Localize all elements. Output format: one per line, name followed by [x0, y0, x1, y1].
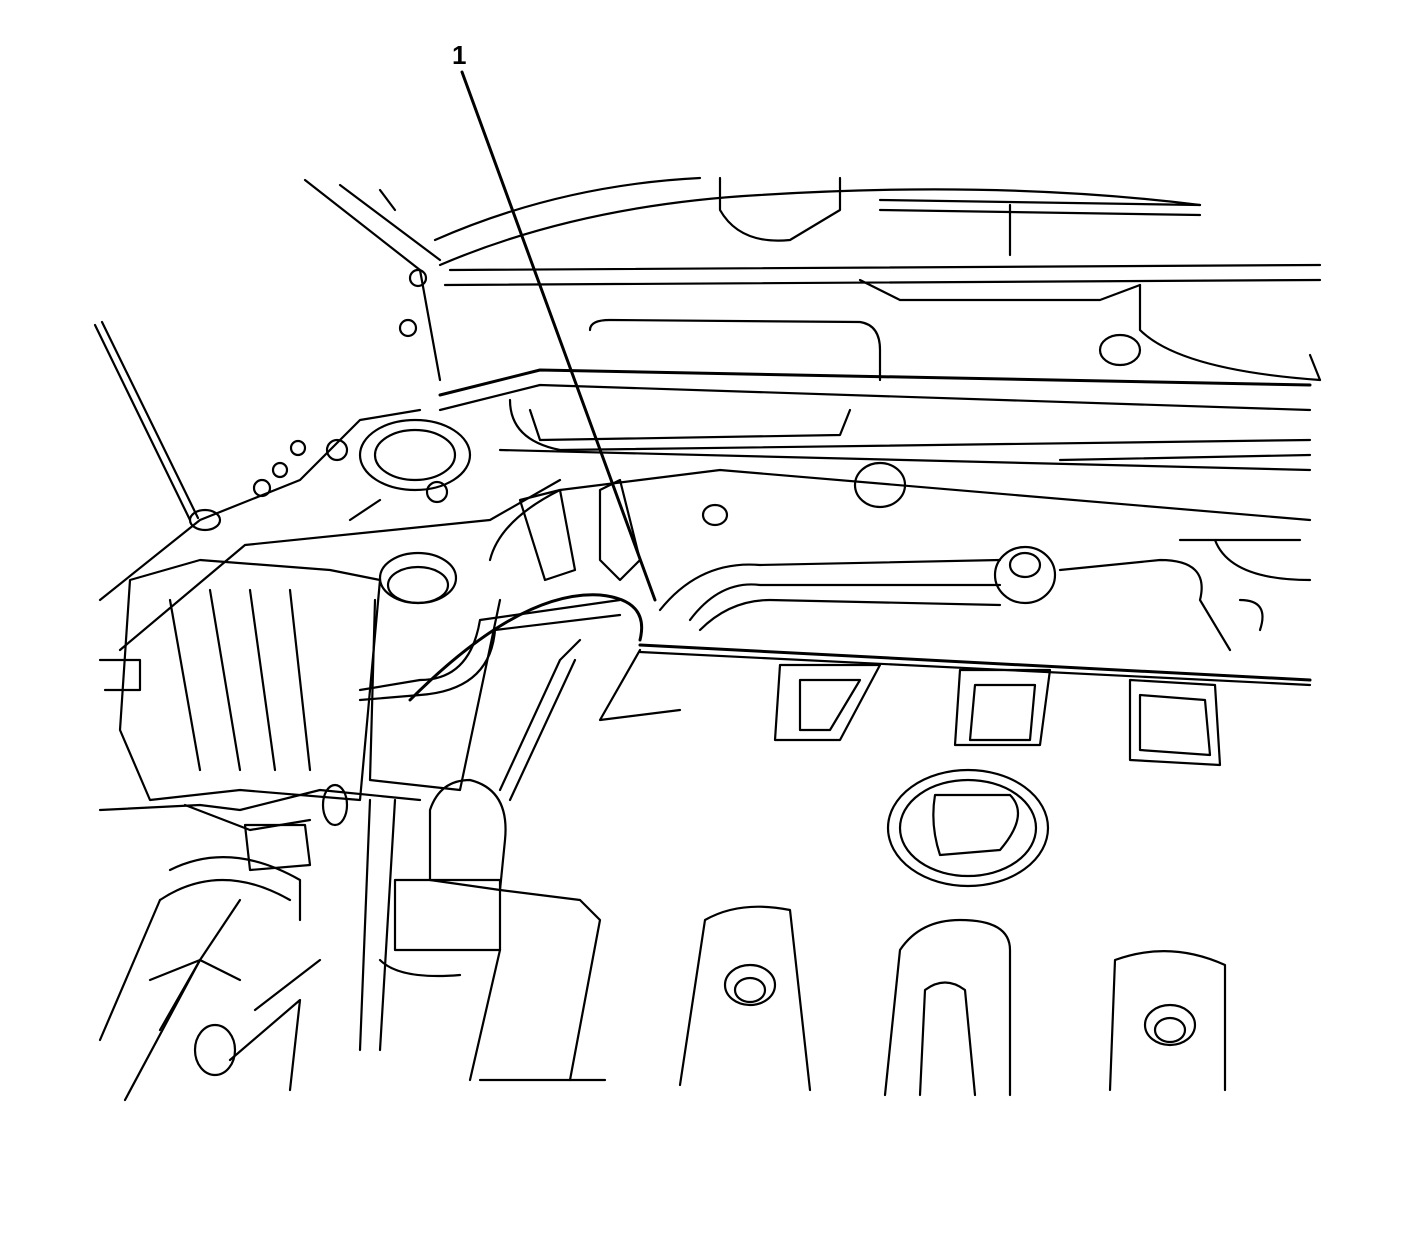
- heater-hose: [658, 558, 1002, 612]
- engine-cover-edge: [638, 643, 1312, 682]
- oil-fill-cap: [886, 768, 1050, 888]
- brake-fluid-cap: [428, 778, 507, 892]
- callout-1-label: 1: [452, 40, 467, 70]
- connector: [321, 783, 349, 827]
- windshield-edge: [433, 176, 702, 242]
- coolant-reservoir: [118, 558, 382, 802]
- cover-boss: [678, 905, 812, 1092]
- intake-runner: [773, 663, 882, 742]
- hose: [408, 593, 644, 702]
- hood-prop-rod: [93, 323, 192, 522]
- strut-tower: [358, 418, 472, 492]
- callout-1-leader-line: [460, 70, 657, 602]
